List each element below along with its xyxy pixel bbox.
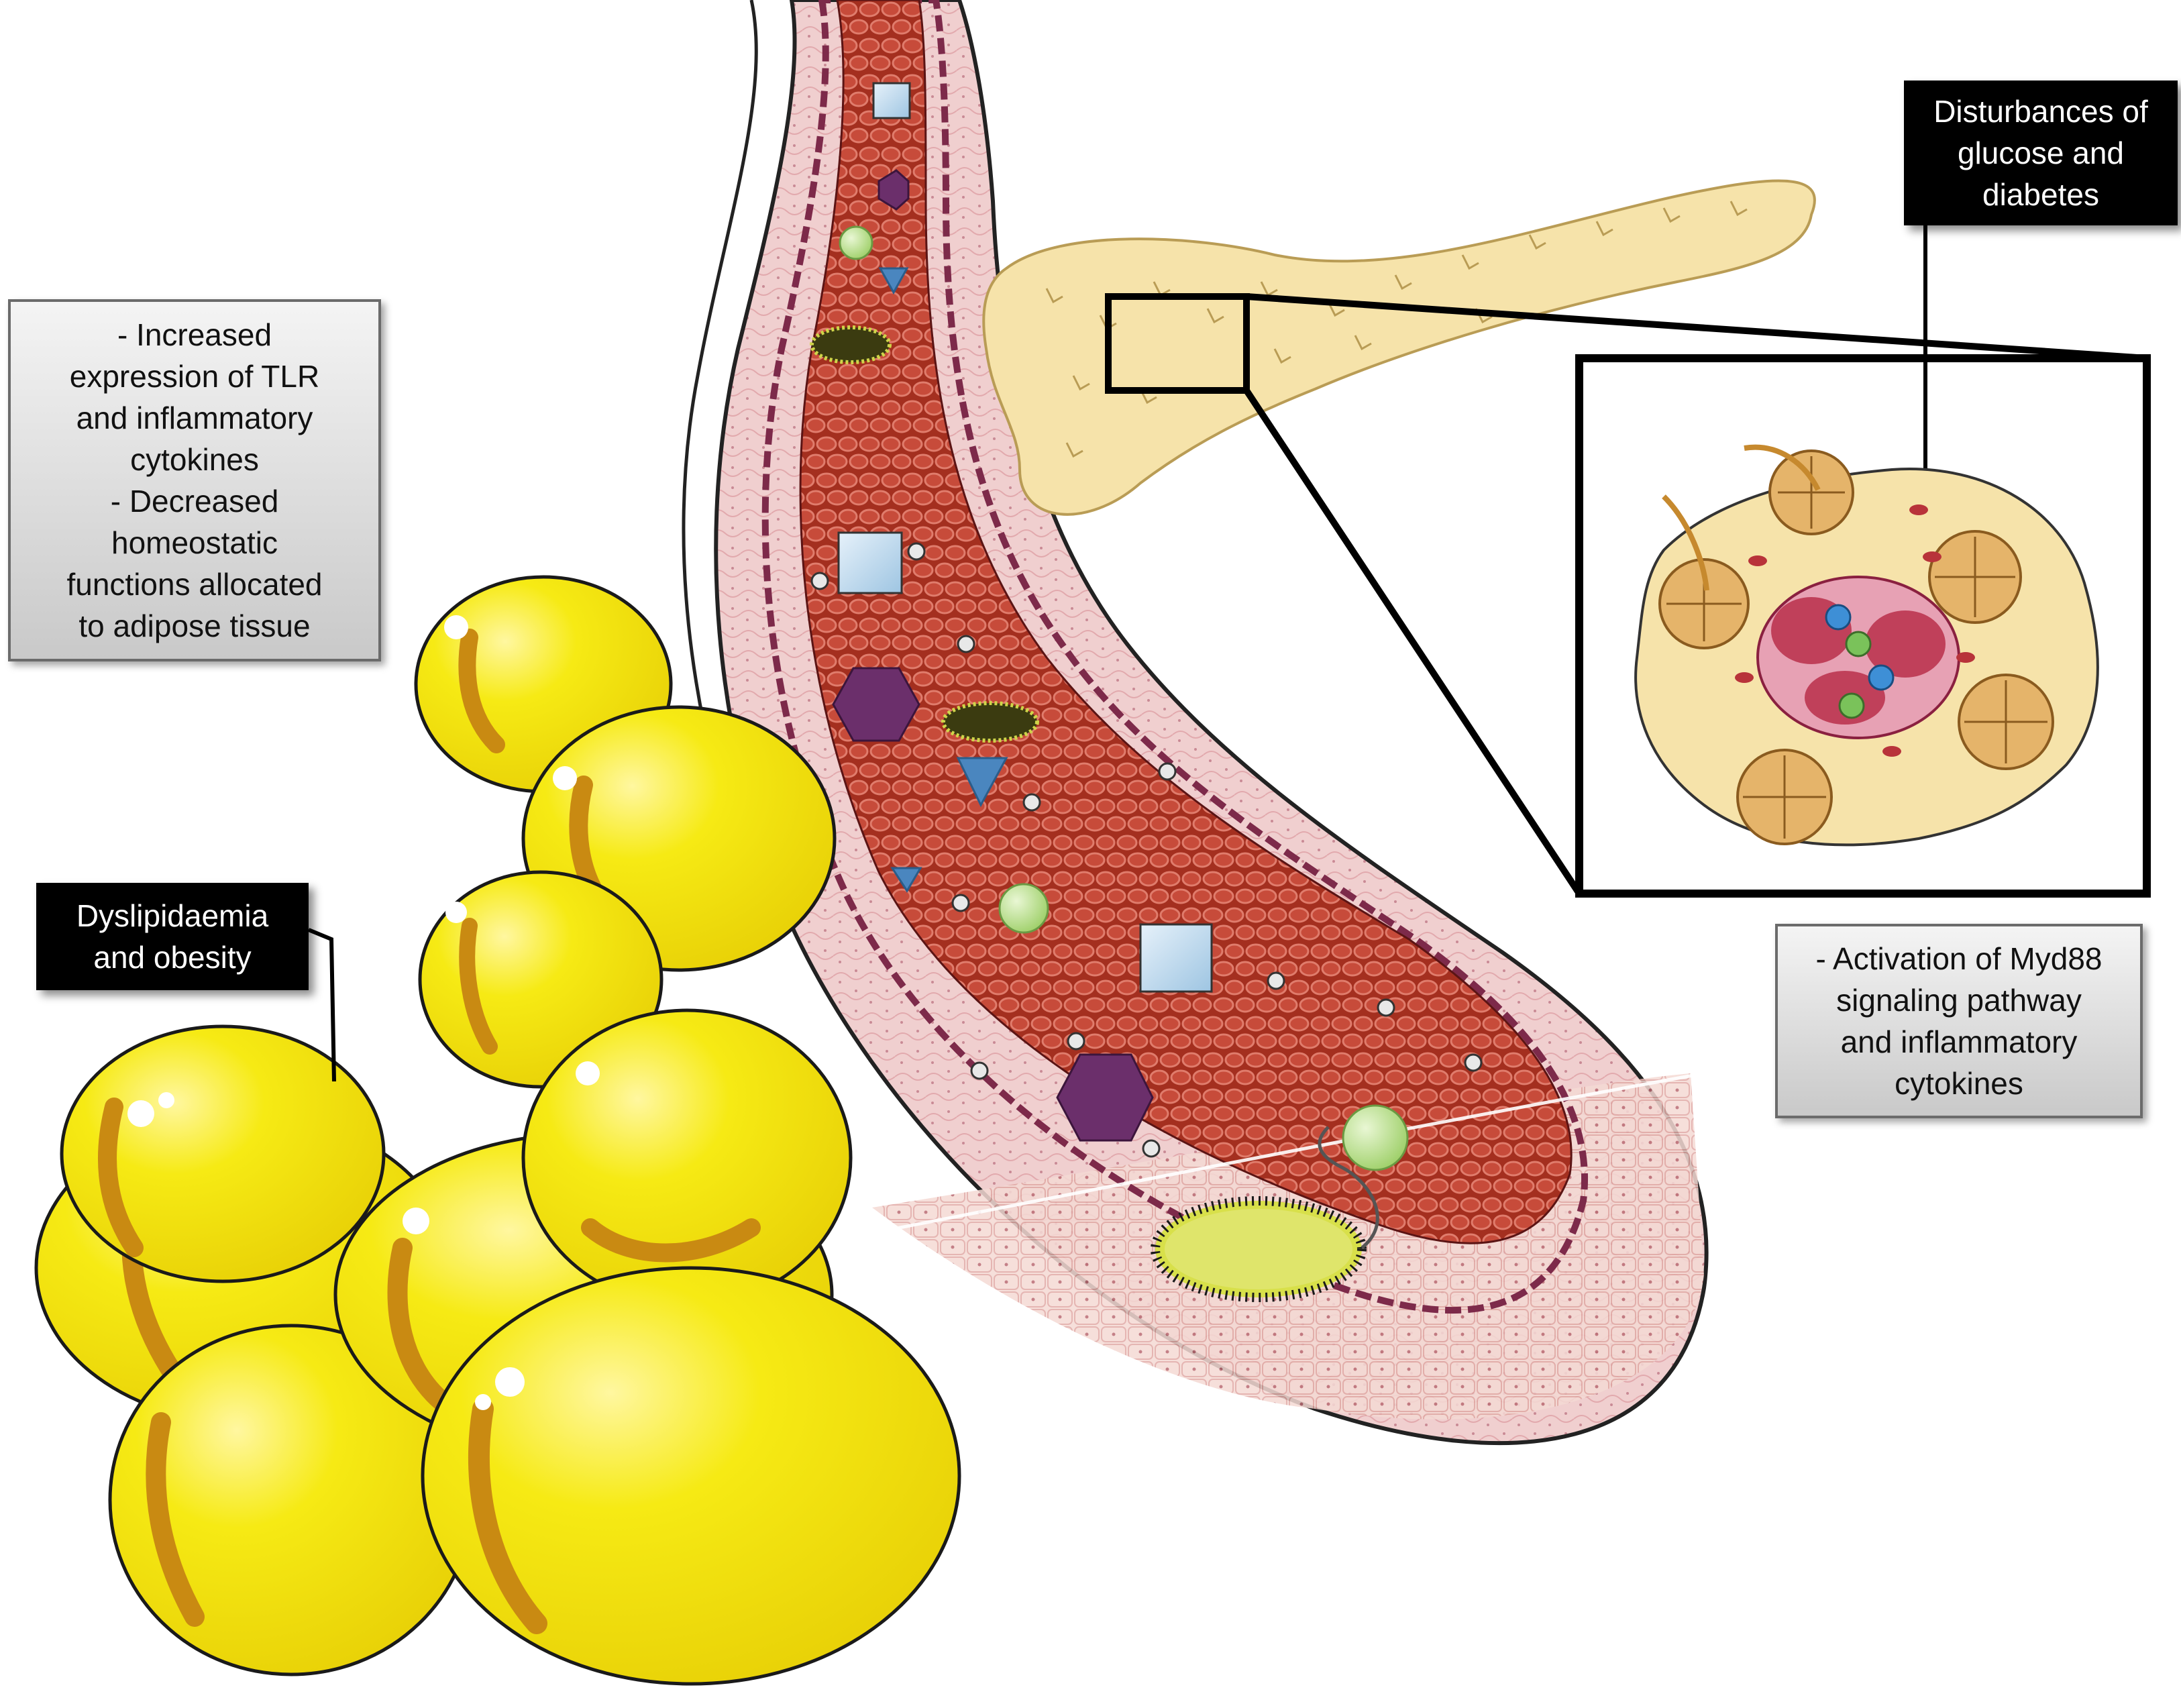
glucose-disturbance-line: diabetes	[1982, 177, 2099, 212]
debris-particles	[810, 542, 1483, 1158]
glucose-disturbance-line: Disturbances of	[1933, 94, 2148, 129]
pancreas	[982, 179, 1816, 516]
adipose-effects-box: - Increased expression of TLR and inflam…	[8, 299, 381, 661]
triangle-marker	[890, 867, 922, 893]
pancreas-effects-text: - Activation of Myd88 signaling pathway …	[1816, 938, 2103, 1104]
square-marker	[837, 531, 903, 594]
square-marker	[872, 82, 911, 119]
pancreas-effects-line: and inflammatory	[1840, 1024, 2078, 1059]
adipose-effects-line: and inflammatory	[76, 401, 313, 435]
dyslipidaemia-line: and obesity	[93, 940, 252, 975]
glucose-disturbance-line: glucose and	[1957, 136, 2125, 170]
dyslipidaemia-line: Dyslipidaemia	[76, 898, 269, 933]
zoom-indicator	[1105, 225, 2151, 898]
adipose-effects-line: - Increased	[117, 317, 272, 352]
hexagon-marker	[1056, 1053, 1154, 1142]
adipose-effects-text: - Increased expression of TLR and inflam…	[66, 314, 322, 647]
square-marker	[1139, 923, 1213, 993]
sphere-marker	[839, 225, 873, 260]
adipose-effects-line: - Decreased	[110, 484, 279, 519]
bacterium-small-1	[810, 325, 892, 364]
pancreas-effects-line: - Activation of Myd88	[1815, 941, 2103, 976]
pancreas-effects-box: - Activation of Myd88 signaling pathway …	[1775, 924, 2143, 1118]
bacterium-large	[1151, 1126, 1379, 1302]
adipose-effects-line: cytokines	[130, 442, 259, 477]
hexagon-marker	[832, 667, 920, 742]
glucose-disturbance-box: Disturbances of glucose and diabetes	[1904, 81, 2178, 225]
sphere-marker	[998, 883, 1049, 934]
zoom-target-box	[1575, 354, 2151, 898]
circulating-molecules	[810, 82, 1483, 1302]
triangle-marker	[878, 267, 909, 295]
islet-of-langerhans	[1634, 444, 2099, 847]
adipocyte	[60, 1024, 386, 1283]
adipose-effects-line: expression of TLR	[69, 359, 320, 394]
pancreas-effects-line: signaling pathway	[1836, 983, 2082, 1018]
adipose-effects-line: functions allocated	[66, 567, 323, 602]
bacterium-small-2	[941, 701, 1039, 743]
glucose-disturbance-text: Disturbances of glucose and diabetes	[1933, 91, 2148, 215]
adipose-effects-line: homeostatic	[111, 525, 278, 560]
dyslipidaemia-callout-line	[307, 928, 336, 1082]
hexagon-marker	[877, 169, 910, 211]
adipocyte	[521, 1008, 853, 1307]
pancreas-effects-line: cytokines	[1895, 1066, 2023, 1101]
vessel-intima	[761, 0, 1588, 1314]
sphere-marker	[1342, 1104, 1409, 1171]
adipose-effects-line: to adipose tissue	[78, 608, 311, 643]
dyslipidaemia-box: Dyslipidaemia and obesity	[36, 883, 309, 990]
zoom-source-box	[1105, 293, 1250, 394]
dyslipidaemia-text: Dyslipidaemia and obesity	[76, 895, 268, 978]
triangle-marker	[956, 757, 1008, 808]
adipocyte-cluster	[34, 575, 961, 1686]
adipocyte	[421, 1266, 961, 1686]
